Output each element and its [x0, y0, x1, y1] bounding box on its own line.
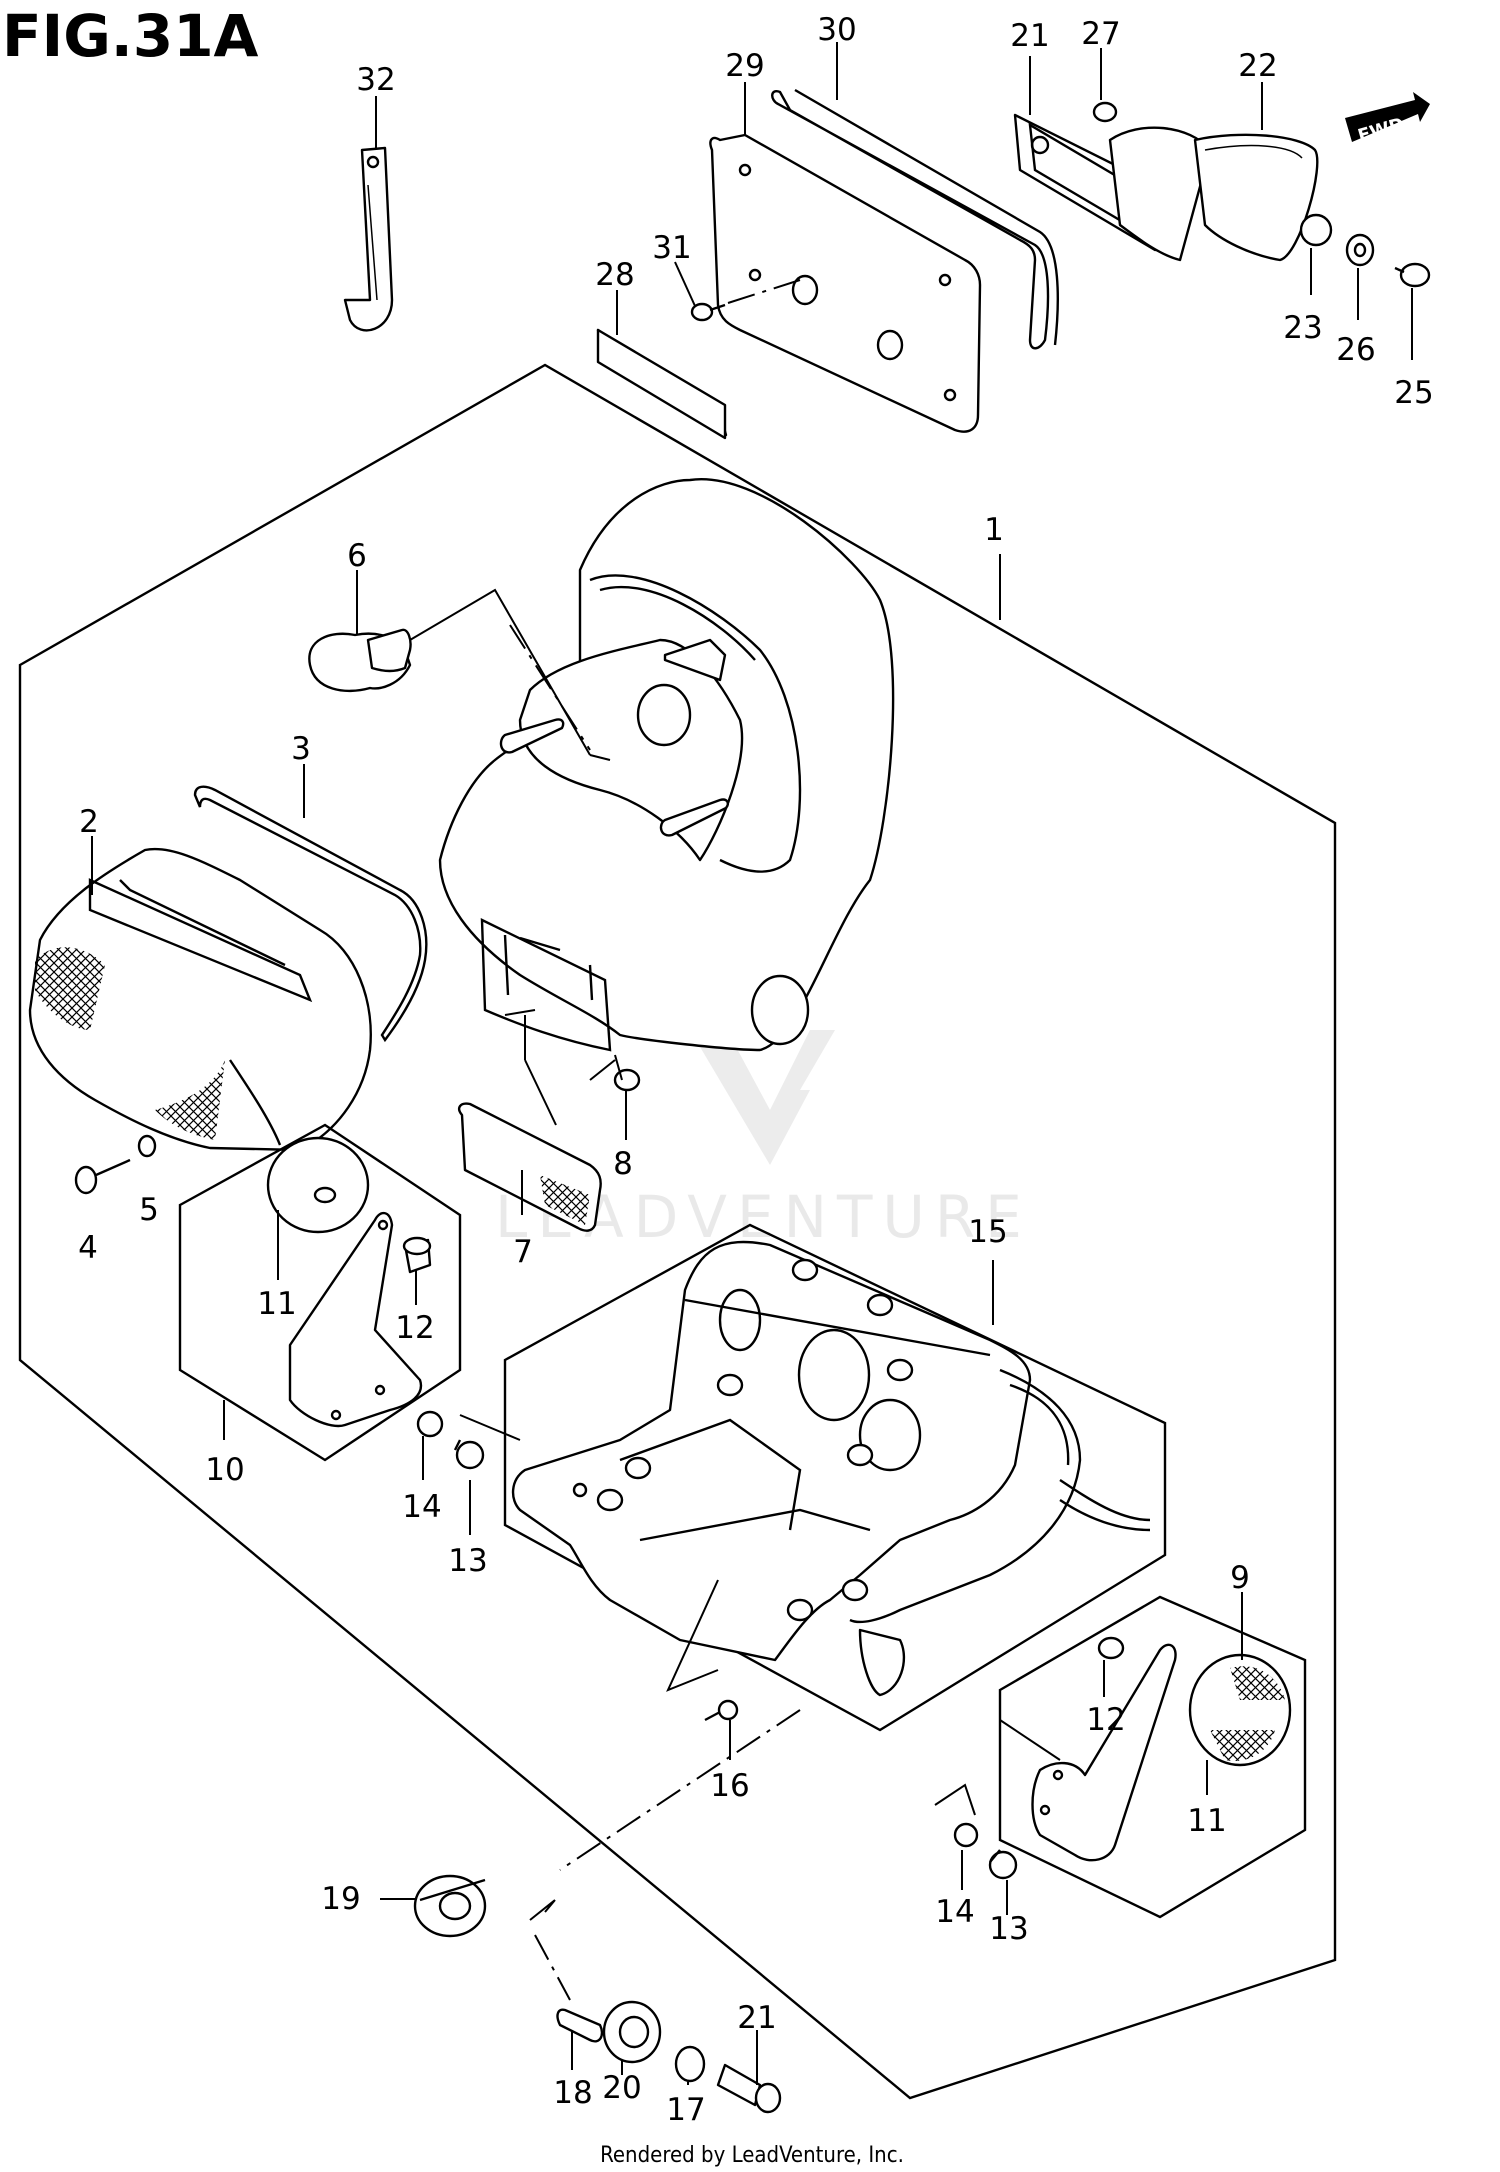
- callout-3: 3: [291, 731, 311, 767]
- part-15-base-plate: [511, 1240, 1151, 1697]
- part-10-bracket: [288, 1211, 423, 1428]
- callout-1: 1: [984, 512, 1004, 548]
- part-18-collar: [529, 1899, 604, 2043]
- part-14-washer-right: [953, 1822, 979, 1848]
- callout-9: 9: [1230, 1560, 1250, 1596]
- callout-16: 16: [710, 1768, 749, 1804]
- callout-2: 2: [79, 804, 99, 840]
- callout-23: 22: [1238, 48, 1277, 84]
- part-14-washer-left: [416, 1410, 444, 1438]
- callout-leaders: [91, 42, 1413, 2085]
- part-29-plate-bracket: [709, 133, 982, 433]
- callout-26: 26: [1336, 332, 1375, 368]
- part-4-screw: [74, 1158, 131, 1195]
- callout-14-right: 14: [935, 1894, 974, 1930]
- callout-5: 5: [139, 1192, 159, 1228]
- callout-8: 8: [613, 1146, 633, 1182]
- part-9-group-outline: [998, 1595, 1307, 1919]
- part-16-screw: [559, 1699, 801, 1871]
- part-13-bolt-left: [453, 1439, 485, 1470]
- part-31-screw: [690, 279, 801, 322]
- callout-14-left: 14: [402, 1489, 441, 1525]
- part-27-nut: [1092, 101, 1118, 123]
- callout-13-left: 13: [448, 1543, 487, 1579]
- callout-12-right: 12: [1086, 1702, 1125, 1738]
- part-20-grommet: [602, 2000, 662, 2064]
- part-8-nut: [589, 1054, 641, 1092]
- callout-32: 32: [356, 62, 395, 98]
- callout-19: 19: [321, 1881, 360, 1917]
- callout-30: 30: [817, 12, 856, 48]
- part-32-strap: [343, 146, 394, 332]
- callout-29: 29: [725, 48, 764, 84]
- callout-7: 7: [513, 1234, 533, 1270]
- part-12-nut-left: [402, 1236, 432, 1274]
- part-10-group-outline: [178, 1123, 462, 1462]
- callout-4: 4: [78, 1230, 98, 1266]
- part-19-grommet: [413, 1874, 487, 1938]
- part-25-screw: [1394, 262, 1431, 288]
- part-15-group-outline: [503, 1223, 1167, 1732]
- part-3-lens-gasket: [193, 785, 428, 1043]
- callout-20: 20: [602, 2070, 641, 2106]
- part-15-leaders: [459, 1414, 719, 1692]
- callout-18: 18: [553, 2075, 592, 2111]
- callout-13-right: 13: [989, 1911, 1028, 1947]
- part-7-reflector: [458, 1009, 602, 1232]
- callout-27: 27: [1081, 16, 1120, 52]
- callout-25: 25: [1394, 375, 1433, 411]
- callout-17: 17: [666, 2092, 705, 2128]
- render-credit: Rendered by LeadVenture, Inc.: [600, 2143, 904, 2168]
- part-5-washer: [137, 1134, 157, 1158]
- callout-15: 15: [968, 1214, 1007, 1250]
- part-21-bolt: [716, 2063, 782, 2114]
- callout-31: 31: [652, 230, 691, 266]
- part-6-bulb: [308, 588, 611, 761]
- callout-11-left: 11: [257, 1286, 296, 1322]
- part-11-reflector-right: [1188, 1653, 1292, 1767]
- part-11-reflector-left: [266, 1136, 370, 1234]
- part-30-gasket: [771, 88, 1059, 350]
- figure-title: FIG.31A: [2, 2, 259, 70]
- callout-6: 6: [347, 538, 367, 574]
- callout-11-right: 11: [1187, 1803, 1226, 1839]
- part-26-washer: [1345, 233, 1375, 267]
- assembly-outline: [18, 363, 1337, 2100]
- callout-10: 10: [205, 1452, 244, 1488]
- part-9-bracket: [1031, 1643, 1177, 1862]
- callout-12-left: 12: [395, 1310, 434, 1346]
- fwd-arrow-icon: FWD: [1345, 92, 1430, 147]
- part-2-lens: [28, 847, 372, 1152]
- part-17-washer: [674, 2045, 706, 2083]
- callout-21: 21: [737, 2000, 776, 2036]
- callout-24: 23: [1283, 310, 1322, 346]
- part-24-nut: [1299, 213, 1333, 247]
- part-1-tail-housing: [438, 478, 895, 1052]
- part-12-nut-right: [1097, 1636, 1125, 1660]
- callout-22: 21: [1010, 18, 1049, 54]
- callout-labels: 32 30 29 21 27 22 23 26 25 28 31 1 6 3 2…: [78, 12, 1434, 2128]
- part-13-bolt-right: [988, 1849, 1018, 1880]
- part-23-lamp-cover: [1108, 126, 1319, 262]
- callout-28: 28: [595, 257, 634, 293]
